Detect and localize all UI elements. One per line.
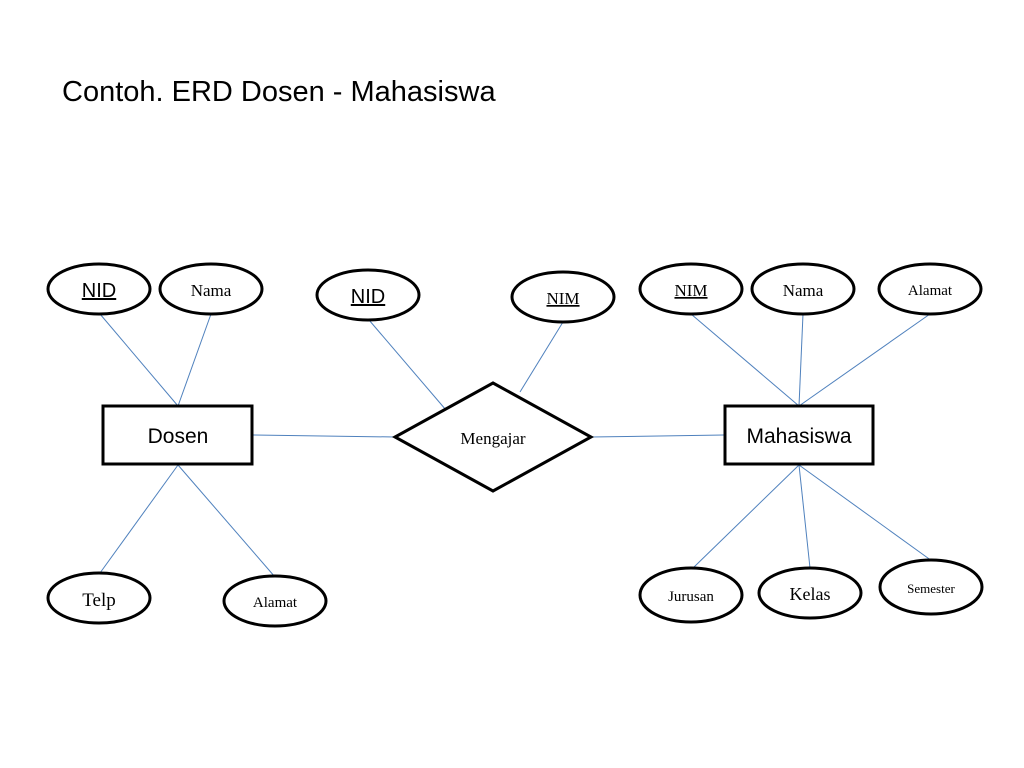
attribute-mhs-nim[interactable]: NIM [638, 262, 744, 316]
link-mhs-alamat [798, 313, 931, 407]
link-mhs-nim [690, 313, 800, 407]
link-dosen-nama [177, 313, 212, 407]
attribute-dosen-nid-label: NID [82, 280, 116, 302]
attribute-mhs-alamat-label: Alamat [908, 283, 953, 299]
attribute-dosen-telp[interactable]: Telp [46, 571, 152, 625]
attribute-mhs-nama[interactable]: Nama [750, 262, 856, 316]
link-rel-nid [368, 319, 447, 411]
link-dosen-mengajar [252, 434, 396, 438]
attribute-rel-nim-label: NIM [546, 289, 579, 308]
attribute-mhs-semester-label: Semester [907, 581, 955, 596]
attribute-dosen-nid[interactable]: NID [46, 262, 152, 316]
link-dosen-telp [99, 464, 179, 574]
link-mhs-kelas [798, 464, 811, 569]
attribute-rel-nid-label: NID [351, 286, 385, 308]
link-dosen-nid [99, 313, 179, 407]
relationship-mengajar[interactable]: Mengajar [391, 381, 595, 493]
attribute-mhs-nama-label: Nama [783, 281, 824, 300]
entity-mahasiswa[interactable]: Mahasiswa [723, 404, 875, 466]
attribute-dosen-nama-label: Nama [191, 281, 232, 300]
link-mhs-semester [798, 464, 933, 562]
page-title: Contoh. ERD Dosen - Mahasiswa [62, 76, 496, 108]
entity-dosen[interactable]: Dosen [101, 404, 254, 466]
link-mhs-nama [798, 313, 804, 407]
relationship-mengajar-label: Mengajar [460, 429, 525, 448]
link-mhs-jurusan [692, 464, 800, 569]
attribute-mhs-kelas-label: Kelas [790, 584, 831, 604]
attribute-mhs-kelas[interactable]: Kelas [757, 566, 863, 620]
attribute-dosen-alamat-label: Alamat [253, 595, 298, 611]
attribute-rel-nid[interactable]: NID [315, 268, 421, 322]
link-mengajar-mahasiswa [590, 434, 725, 438]
attribute-mhs-nim-label: NIM [674, 281, 707, 300]
attribute-dosen-telp-label: Telp [82, 590, 116, 611]
entity-mahasiswa-label: Mahasiswa [746, 425, 851, 448]
attribute-dosen-alamat[interactable]: Alamat [222, 574, 328, 628]
attribute-mhs-jurusan[interactable]: Jurusan [638, 566, 744, 624]
attribute-mhs-semester[interactable]: Semester [878, 558, 984, 616]
attribute-rel-nim[interactable]: NIM [510, 270, 616, 324]
attribute-mhs-alamat[interactable]: Alamat [877, 262, 983, 316]
link-rel-nim [519, 321, 564, 393]
link-dosen-alamat [177, 464, 276, 578]
entity-dosen-label: Dosen [148, 425, 209, 448]
attribute-dosen-nama[interactable]: Nama [158, 262, 264, 316]
attribute-mhs-jurusan-label: Jurusan [668, 589, 714, 605]
connector-lines [99, 313, 933, 578]
